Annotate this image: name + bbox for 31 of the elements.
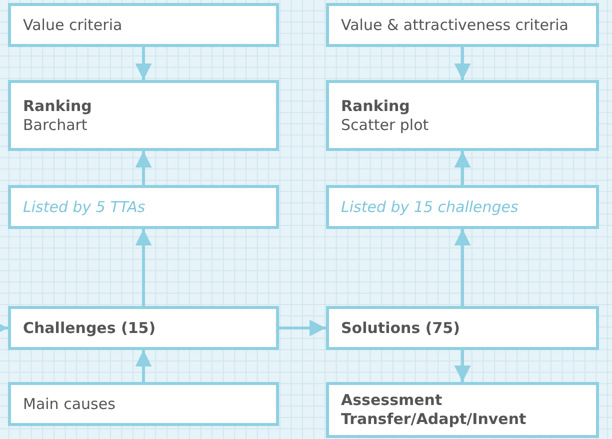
arrow (135, 47, 152, 80)
arrow (135, 229, 152, 306)
box-label: Barchart (23, 116, 88, 134)
process-box (8, 306, 279, 350)
process-box (326, 80, 599, 151)
arrow (454, 350, 471, 382)
process-box (326, 3, 599, 47)
arrow (135, 350, 152, 382)
box-title: Ranking (23, 96, 93, 116)
box-label: Scatter plot (341, 116, 430, 134)
arrow (454, 47, 471, 80)
arrow (135, 151, 152, 185)
arrow (279, 320, 326, 336)
box-title: Ranking (341, 96, 411, 116)
arrow (454, 151, 471, 185)
process-box (8, 3, 279, 47)
note-text: Listed by 5 TTAs (23, 198, 146, 216)
box-label: Value & attractiveness criteria (341, 16, 570, 34)
box-label: Value criteria (23, 16, 124, 34)
process-box (326, 306, 599, 350)
box-label: Main causes (23, 394, 116, 414)
box-title: Solutions (75) (341, 318, 461, 338)
process-box (8, 185, 279, 229)
process-box (326, 382, 599, 438)
note-text: Listed by 15 challenges (341, 198, 520, 216)
process-box (8, 382, 279, 426)
process-box (8, 80, 279, 151)
box-title: Challenges (15) (23, 318, 157, 338)
box-title: Assessment Transfer/Adapt/Invent (341, 391, 528, 429)
arrow (454, 229, 471, 306)
process-box (326, 185, 599, 229)
